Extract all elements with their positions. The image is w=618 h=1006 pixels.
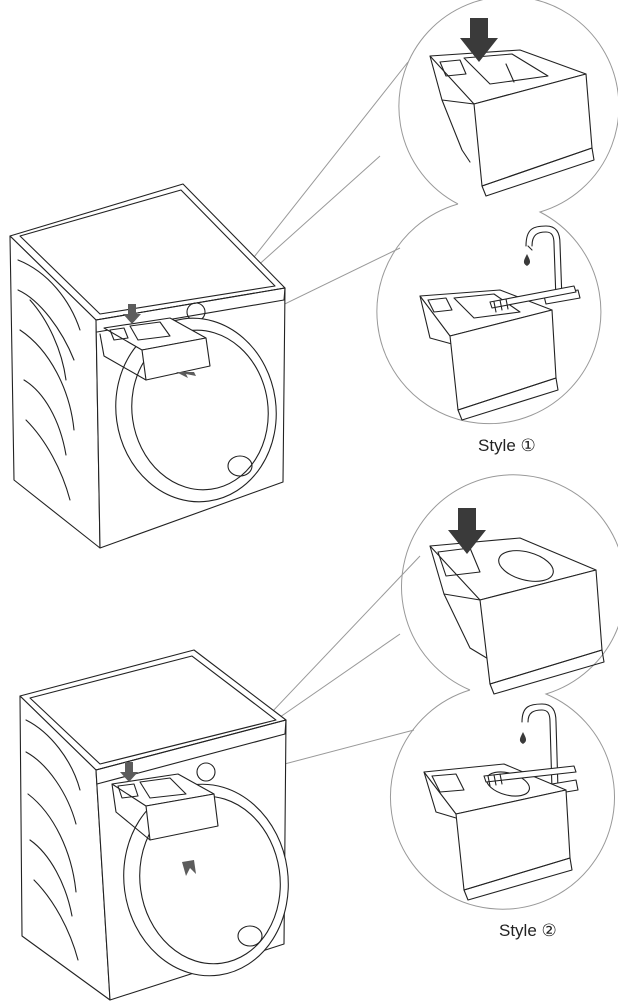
down-arrow-icon — [460, 18, 498, 62]
drawer-closeup-1a — [429, 18, 595, 197]
style-2-group — [19, 474, 618, 1001]
brush-icon — [489, 285, 577, 309]
washing-machine-1 — [9, 183, 286, 549]
drawer-closeup-2b — [423, 703, 579, 901]
pull-arrow-icon — [182, 860, 196, 876]
brush-icon — [483, 765, 577, 783]
down-arrow-icon — [448, 508, 486, 554]
drawer-closeup-1b — [419, 225, 581, 421]
style-2-label: Style ② — [499, 921, 557, 940]
washing-machine-2 — [19, 649, 289, 1001]
style-1-label: Style ① — [478, 436, 536, 455]
water-drop-icon — [519, 732, 527, 744]
pull-arrow-icon — [176, 372, 196, 378]
style-1-group — [9, 0, 618, 549]
down-arrow-icon — [123, 304, 141, 324]
drawer-closeup-2a — [429, 508, 605, 695]
down-arrow-icon — [120, 762, 138, 782]
water-drop-icon — [523, 254, 531, 266]
